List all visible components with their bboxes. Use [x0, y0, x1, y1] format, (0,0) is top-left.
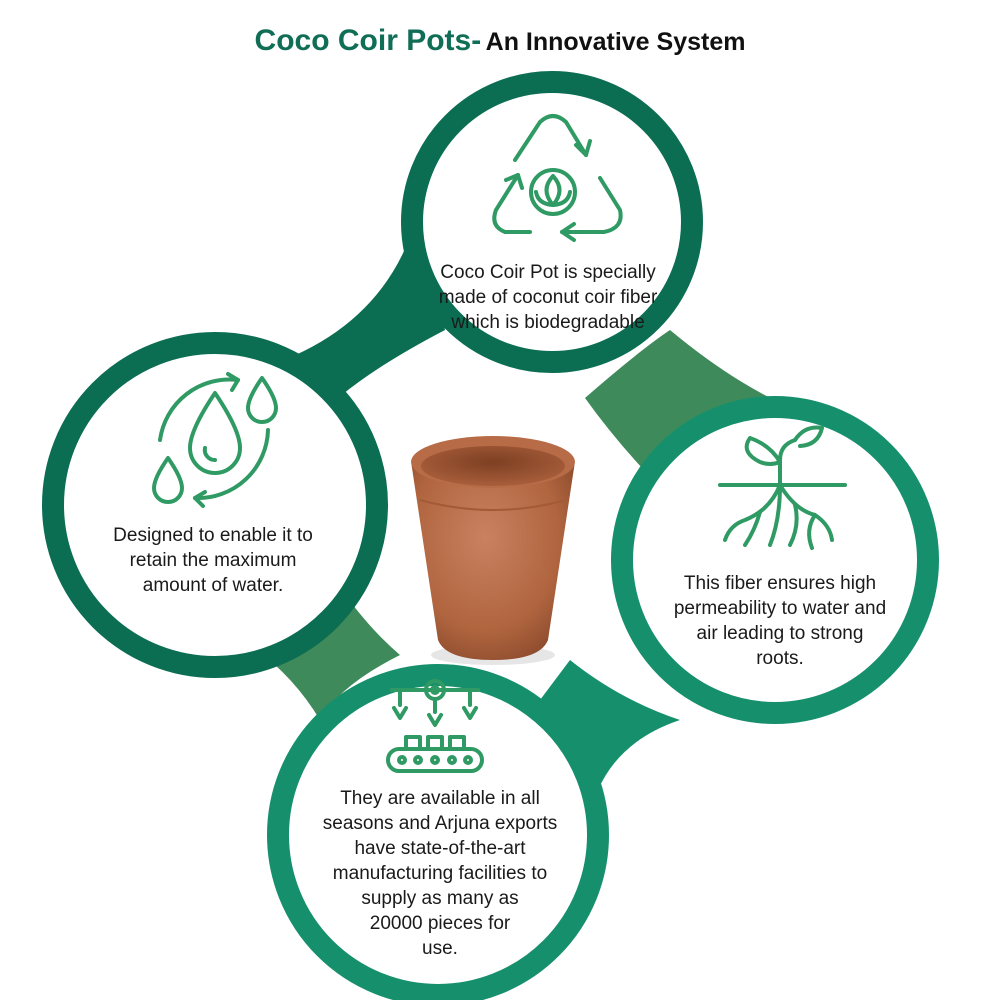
ring-bottom	[267, 664, 609, 1000]
title-sub: An Innovative System	[485, 28, 746, 56]
factory-conveyor-icon	[386, 679, 484, 773]
ring-left	[42, 332, 388, 678]
water-drops-cycle-icon	[152, 372, 278, 508]
recycle-leaf-icon	[492, 114, 623, 242]
connector-top-right	[585, 330, 785, 482]
node-top-text: Coco Coir Pot is specially made of cocon…	[438, 262, 658, 333]
node-left-text: Designed to enable it to retain the maxi…	[113, 525, 313, 596]
coir-pot-image	[411, 436, 575, 665]
page-title: Coco Coir Pots- An Innovative System	[0, 24, 1000, 58]
connector-right-bottom	[540, 660, 680, 790]
plant-roots-icon	[718, 425, 847, 550]
title-main: Coco Coir Pots-	[254, 24, 482, 57]
node-right-text: This fiber ensures high permeability to …	[673, 573, 887, 669]
node-bottom-text: They are available in all seasons and Ar…	[322, 788, 558, 959]
connector-left-bottom	[240, 580, 400, 720]
ring-top	[401, 71, 703, 373]
ring-right	[611, 396, 939, 724]
